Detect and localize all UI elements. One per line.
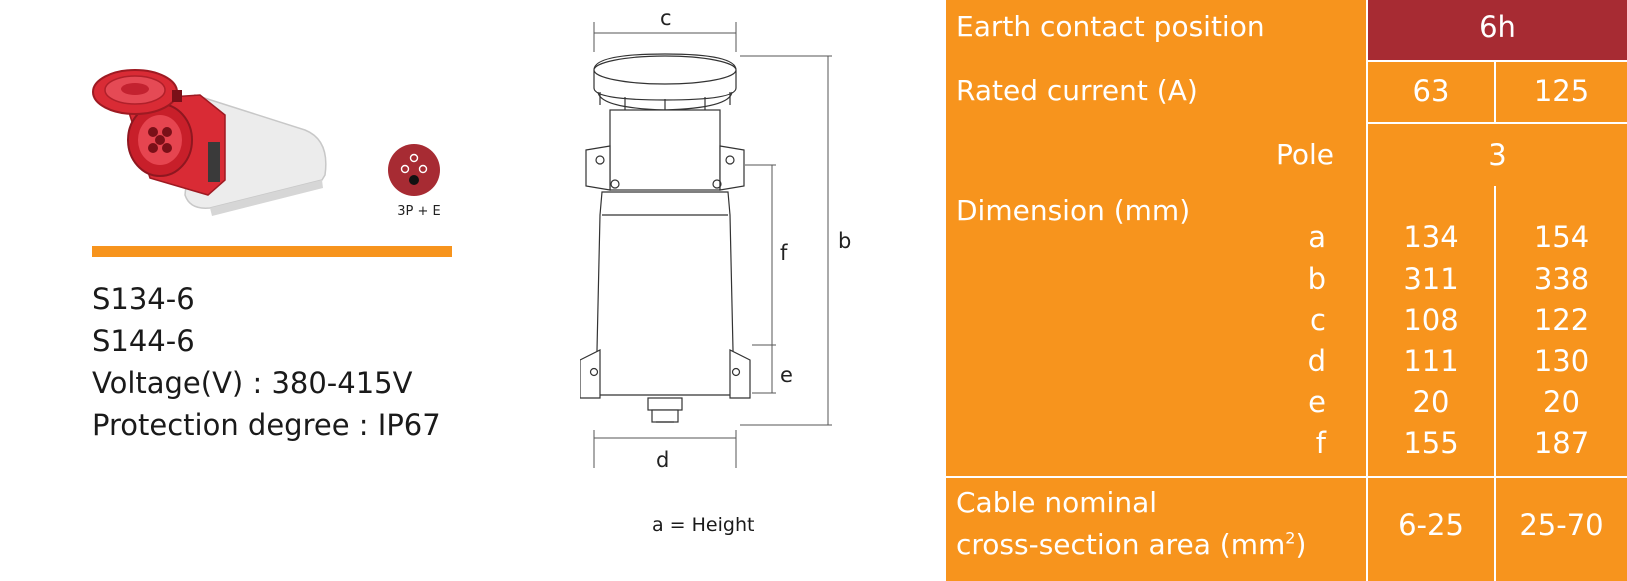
earth-header-cell <box>1368 0 1627 60</box>
dimension-letter: d <box>1307 344 1326 378</box>
dim-label-c: c <box>660 6 672 30</box>
dimension-value: 122 <box>1533 303 1590 337</box>
pole-label: Pole <box>1276 138 1335 171</box>
dimension-letter: c <box>1310 303 1326 337</box>
voltage-spec: Voltage(V) : 380-415V <box>92 366 413 400</box>
cable-label-line1: Cable nominal <box>956 486 1158 519</box>
table-divider <box>1494 62 1496 122</box>
dimension-drawing: c b f e d <box>580 6 851 472</box>
dim-label-d: d <box>656 448 669 472</box>
dimension-value: 154 <box>1533 220 1590 254</box>
model-number: S134-6 <box>92 282 195 316</box>
product-photo <box>92 69 327 216</box>
rated-current-value: 63 <box>1412 74 1450 108</box>
dimension-value: 187 <box>1533 426 1590 460</box>
cable-label-line2: cross-section area (mm2) <box>956 528 1307 561</box>
product-spec-list: S134-6 S144-6 Voltage(V) : 380-415V Prot… <box>92 278 441 446</box>
table-divider <box>1368 122 1627 124</box>
earth-contact-value: 6h <box>1479 10 1516 44</box>
dimension-label: Dimension (mm) <box>956 194 1191 227</box>
dimension-value: 108 <box>1403 303 1459 337</box>
dimension-value: 111 <box>1403 344 1459 378</box>
earth-contact-label: Earth contact position <box>956 10 1265 43</box>
accent-rule <box>92 246 452 257</box>
dimension-letter: e <box>1308 385 1326 419</box>
table-divider <box>1368 60 1627 62</box>
table-divider <box>1366 0 1368 581</box>
dim-label-e: e <box>780 363 793 387</box>
height-note: a = Height <box>652 514 755 536</box>
dimension-value: 338 <box>1533 262 1590 296</box>
dimension-value: 311 <box>1403 262 1459 296</box>
protection-spec: Protection degree : IP67 <box>92 408 441 442</box>
dimension-value: 134 <box>1403 220 1459 254</box>
dimension-value: 20 <box>1543 385 1580 419</box>
dimension-value: 20 <box>1412 385 1450 419</box>
model-number: S144-6 <box>92 324 195 358</box>
pole-value: 3 <box>1488 138 1507 172</box>
dimension-value: 155 <box>1403 426 1459 460</box>
cable-value: 6-25 <box>1398 508 1464 542</box>
table-divider <box>1494 186 1496 581</box>
table-divider <box>946 476 1627 478</box>
pin-caption: 3P + E <box>397 204 441 219</box>
dimension-letter: a <box>1308 220 1326 254</box>
cable-label-superscript: 2 <box>1285 528 1296 548</box>
pin-layout-icon <box>388 144 440 196</box>
dimension-letter: f <box>1315 426 1326 460</box>
dim-label-f: f <box>780 241 788 265</box>
dim-label-b: b <box>838 229 851 253</box>
rated-current-label: Rated current (A) <box>956 74 1198 107</box>
rated-current-value: 125 <box>1533 74 1590 108</box>
dimension-value: 130 <box>1533 344 1590 378</box>
cable-value: 25-70 <box>1519 508 1604 542</box>
dimension-letter: b <box>1307 262 1326 296</box>
spec-table: Earth contact position 6h Rated current … <box>946 0 1627 581</box>
